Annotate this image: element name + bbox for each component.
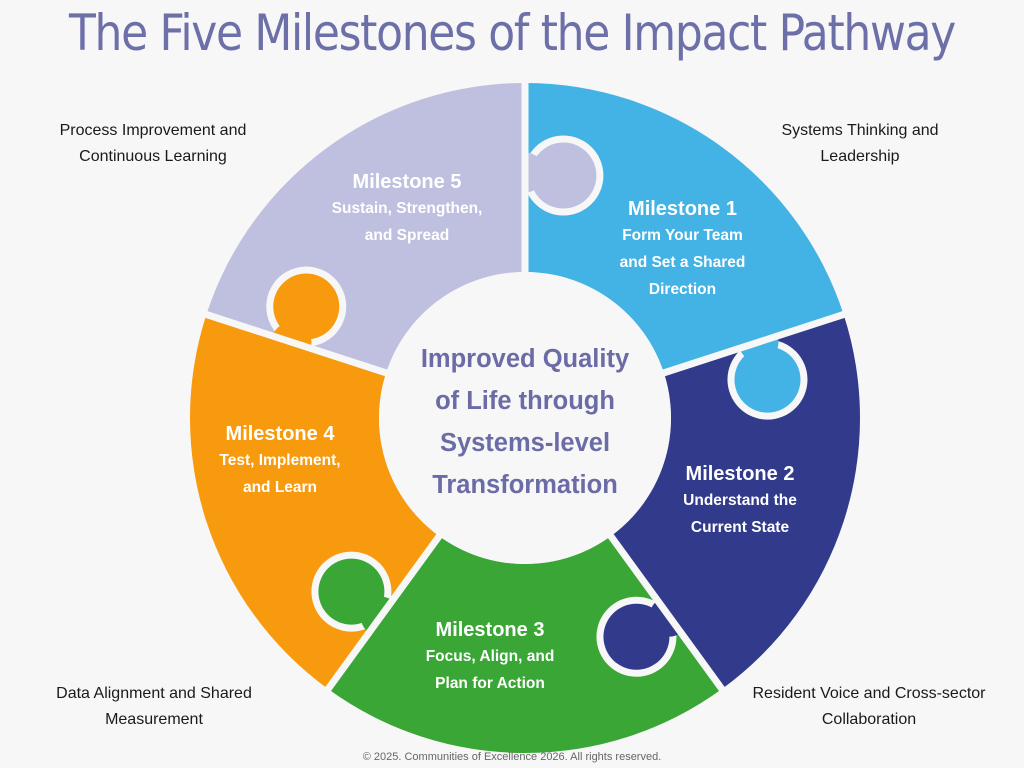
milestone-desc: Understand the	[683, 492, 797, 509]
corner-line: Collaboration	[821, 711, 917, 728]
milestone-desc: Form Your Team	[622, 227, 743, 244]
corner-label-top-right: Systems Thinking and Leadership	[730, 118, 990, 170]
milestone-desc: and Set a Shared	[619, 254, 746, 271]
center-circle	[379, 272, 671, 564]
milestone-desc: Test, Implement,	[219, 452, 341, 469]
milestone-2-label: Milestone 2 Understand the Current State	[650, 461, 830, 541]
milestone-desc: Focus, Align, and	[425, 648, 555, 665]
milestone-1-segment	[525, 83, 844, 373]
milestone-title: Milestone 2	[685, 463, 795, 485]
corner-line: Process Improvement and	[59, 122, 247, 139]
milestone-5-label: Milestone 5 Sustain, Strengthen, and Spr…	[307, 169, 507, 249]
milestone-4-label: Milestone 4 Test, Implement, and Learn	[190, 421, 370, 501]
milestone-desc: Direction	[648, 281, 717, 298]
milestone-desc: and Spread	[364, 227, 450, 244]
milestone-desc: Sustain, Strengthen,	[331, 200, 483, 217]
milestone-desc: Plan for Action	[435, 675, 545, 692]
corner-label-top-left: Process Improvement and Continuous Learn…	[23, 118, 283, 170]
milestone-title: Milestone 5	[352, 171, 462, 193]
center-line: Systems-level	[439, 429, 611, 457]
corner-line: Continuous Learning	[79, 148, 227, 165]
copyright-footer: © 2025. Communities of Excellence 2026. …	[362, 751, 662, 763]
center-line: of Life through	[435, 387, 615, 415]
corner-line: Data Alignment and Shared	[56, 685, 252, 702]
corner-label-bottom-right: Resident Voice and Cross-sector Collabor…	[739, 681, 999, 733]
puzzle-tab	[530, 142, 597, 209]
center-goal: Improved Quality of Life through Systems…	[385, 338, 665, 506]
milestone-3-segment	[328, 536, 722, 754]
milestone-title: Milestone 3	[435, 619, 545, 641]
milestone-title: Milestone 4	[225, 423, 335, 445]
milestone-2-segment	[610, 314, 861, 690]
milestone-desc: Current State	[690, 519, 790, 536]
corner-line: Systems Thinking and	[781, 122, 939, 139]
corner-label-bottom-left: Data Alignment and Shared Measurement	[24, 681, 284, 733]
corner-line: Measurement	[105, 711, 203, 728]
milestone-title: Milestone 1	[628, 198, 737, 220]
milestone-3-label: Milestone 3 Focus, Align, and Plan for A…	[400, 617, 580, 697]
puzzle-tab	[734, 346, 801, 413]
center-line: Transformation	[432, 471, 618, 499]
center-line: Improved Quality	[420, 345, 630, 373]
corner-line: Resident Voice and Cross-sector	[752, 685, 986, 702]
milestone-1-label: Milestone 1 Form Your Team and Set a Sha…	[590, 196, 775, 303]
page-title: The Five Milestones of the Impact Pathwa…	[69, 4, 956, 62]
milestone-desc: and Learn	[242, 479, 318, 496]
corner-line: Leadership	[820, 148, 900, 165]
